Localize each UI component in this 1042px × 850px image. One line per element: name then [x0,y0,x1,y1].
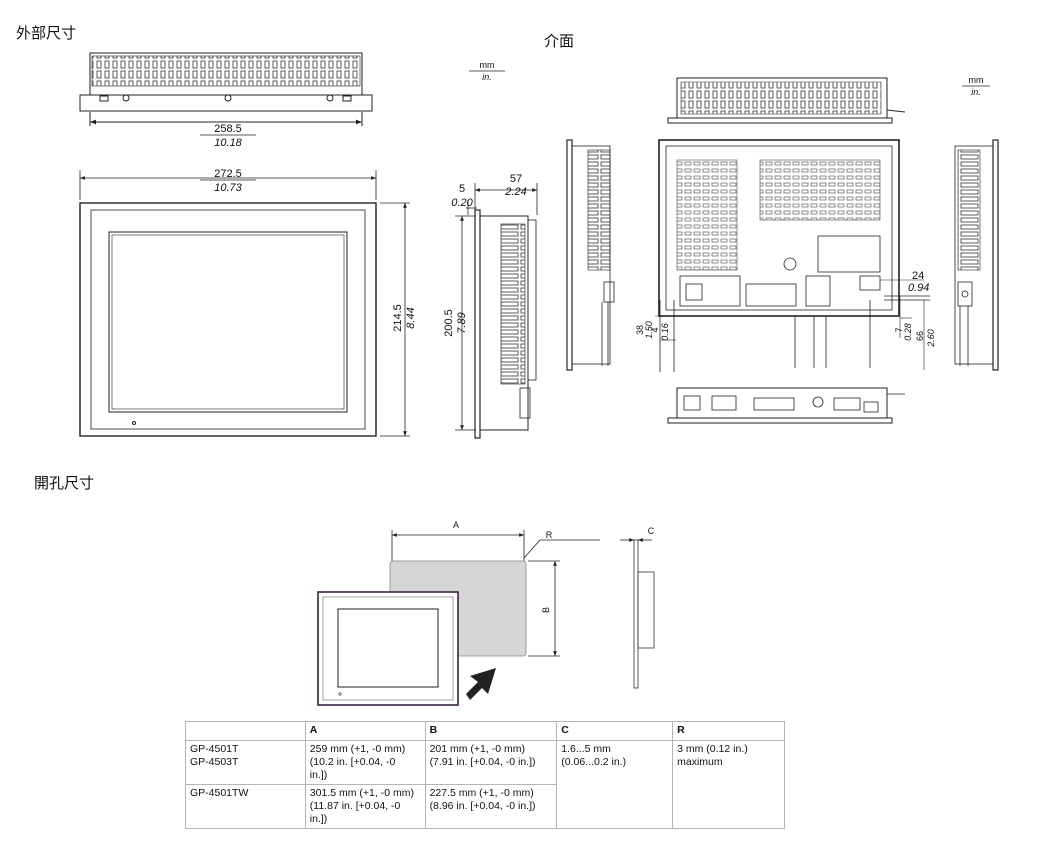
dim-38-in-label: 1.50 [644,321,654,339]
cutout-c-label: C [648,526,655,536]
front-width-in-label: 10.73 [214,182,242,194]
dim-7-mm-label: 7 [894,327,904,332]
interface-bottom-view [667,387,905,424]
heading-interface: 介面 [544,32,575,50]
side-height-in-label: 7.89 [456,312,468,333]
dim-24-in-label: 0.94 [908,282,929,294]
cutout-dimensions-table: A B C R GP-4501T GP-4503T 259 mm (+1, -0… [185,721,785,829]
dim-4-in-label: 0.16 [660,323,670,341]
units-mm-label-left: mm [480,60,495,70]
table-header-b: B [424,721,558,741]
table-header-model [185,721,306,741]
units-in-label-left: in. [482,72,492,82]
table-cell-b: 227.5 mm (+1, -0 mm) (8.96 in. [+0.04, -… [424,784,558,829]
units-mm-label-right: mm [969,75,984,85]
cutout-b-label: B [541,607,551,613]
table-cell-b: 201 mm (+1, -0 mm) (7.91 in. [+0.04, -0 … [424,740,558,785]
table-cell-r: 3 mm (0.12 in.) maximum [672,740,785,829]
table-cell-model: GP-4501T GP-4503T [185,740,306,785]
table-cell-c: 1.6...5 mm (0.06...0.2 in.) [556,740,674,829]
table-row: GP-4501T GP-4503T 259 mm (+1, -0 mm) (10… [185,740,785,829]
cutout-a-label: A [453,520,459,530]
dim-66-in-label: 2.60 [926,329,936,348]
table-header-a: A [304,721,426,741]
cutout-r-label: R [546,530,553,540]
table-row: GP-4501TW 301.5 mm (+1, -0 mm) (11.87 in… [185,784,785,829]
bezel-mm-label: 5 [459,183,465,195]
units-in-label-right: in. [971,87,981,97]
side-view-drawing [455,183,538,439]
interface-right-side-view [954,139,999,371]
cutout-drawing [317,530,655,706]
depth-mm-label: 57 [510,173,522,185]
interface-rear-view [655,139,930,372]
dim-38-mm-label: 38 [635,325,645,335]
table-cell-a: 301.5 mm (+1, -0 mm) (11.87 in. [+0.04, … [304,784,426,829]
front-height-in-label: 8.44 [405,307,417,328]
depth-in-label: 2.24 [504,186,526,198]
side-height-mm-label: 200.5 [443,309,455,337]
dim-24-mm-label: 24 [912,270,924,282]
table-header-c: C [556,721,674,741]
top-view-drawing [79,52,373,126]
table-header-row: A B C R [185,721,785,741]
top-width-in-label: 10.18 [214,137,242,149]
front-width-mm-label: 272.5 [214,168,242,180]
front-view-drawing [79,170,410,437]
heading-cutout-dimensions: 開孔尺寸 [34,474,95,492]
table-cell-a: 259 mm (+1, -0 mm) (10.2 in. [+0.04, -0 … [304,740,426,785]
dim-4-mm-label: 4 [650,327,660,332]
dim-66-mm-label: 66 [915,331,925,341]
heading-external-dimensions: 外部尺寸 [16,24,77,42]
front-height-mm-label: 214.5 [392,304,404,332]
bezel-in-label: 0.20 [451,197,473,209]
dim-7-in-label: 0.28 [903,323,913,341]
table-header-r: R [672,721,785,741]
table-cell-model: GP-4501TW [185,784,306,829]
interface-top-view [667,77,906,124]
top-width-mm-label: 258.5 [214,123,242,135]
interface-left-side-view [566,139,615,371]
